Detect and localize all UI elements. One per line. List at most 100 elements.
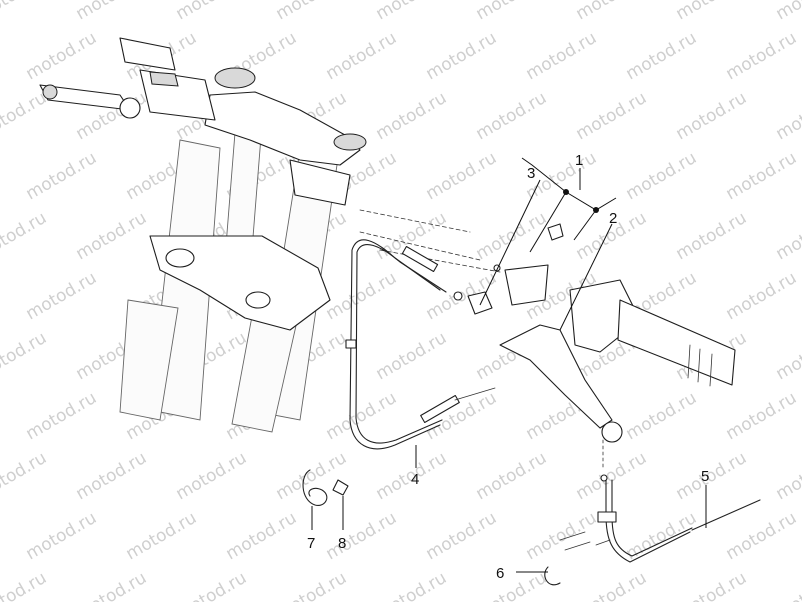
watermark-text: motod.ru	[0, 448, 50, 504]
part-6-clip	[544, 566, 561, 586]
leader-1b	[573, 209, 597, 241]
cable-nipple	[453, 291, 463, 301]
watermark-text: motod.ru	[423, 148, 501, 204]
reservoir-cap	[149, 71, 179, 87]
right-grip	[617, 299, 736, 386]
upper-triple-clamp	[204, 91, 361, 166]
watermark-text: motod.ru	[673, 208, 751, 264]
clamp-bracket	[289, 159, 351, 206]
watermark-text: motod.ru	[673, 568, 751, 602]
clutch-lever	[499, 324, 613, 429]
watermark-text: motod.ru	[323, 28, 401, 84]
watermark-text: motod.ru	[173, 448, 251, 504]
callout-8: 8	[338, 535, 346, 552]
callout-7: 7	[307, 535, 315, 552]
part-2-lever-bracket	[504, 264, 549, 306]
watermark-text: motod.ru	[273, 568, 351, 602]
cable-adjuster-top	[401, 245, 439, 273]
left-fork-slider	[119, 299, 179, 421]
part-7-spring-clip	[302, 469, 328, 507]
watermark-text: motod.ru	[773, 88, 802, 144]
watermark-text: motod.ru	[373, 568, 451, 602]
watermark-text: motod.ru	[473, 0, 551, 24]
cable-outer-sheath-edge	[355, 243, 447, 444]
fork-and-handlebar-assembly	[39, 37, 367, 433]
watermark-text: motod.ru	[773, 208, 802, 264]
assembly-axis-lines	[359, 209, 501, 273]
watermark-text: motod.ru	[623, 28, 701, 84]
cable-outer-sheath	[349, 239, 441, 450]
watermark-text: motod.ru	[773, 568, 802, 602]
watermark-text: motod.ru	[173, 568, 251, 602]
watermark-text: motod.ru	[573, 0, 651, 24]
watermark-text: motod.ru	[23, 28, 101, 84]
watermark-text: motod.ru	[723, 268, 801, 324]
watermark-text: motod.ru	[23, 268, 101, 324]
watermark-text: motod.ru	[173, 0, 251, 24]
watermark-text: motod.ru	[773, 328, 802, 384]
part-3-bushing	[467, 291, 493, 315]
watermark-text: motod.ru	[723, 388, 801, 444]
bracket-screw	[547, 223, 564, 241]
watermark-text: motod.ru	[73, 0, 151, 24]
fork-cap-right	[333, 133, 367, 151]
lower-triple-clamp	[149, 235, 331, 331]
callout-3: 3	[527, 165, 535, 182]
watermark-text: motod.ru	[623, 508, 701, 564]
watermark-text: motod.ru	[0, 88, 50, 144]
part-5-cable	[595, 474, 761, 563]
watermark-text: motod.ru	[773, 448, 802, 504]
watermark-text: motod.ru	[23, 508, 101, 564]
watermark-text: motod.ru	[373, 328, 451, 384]
watermark-text: motod.ru	[673, 88, 751, 144]
watermark-text: motod.ru	[473, 88, 551, 144]
callout-4: 4	[411, 471, 419, 488]
watermark-text: motod.ru	[223, 508, 301, 564]
watermark-text: motod.ru	[473, 568, 551, 602]
leader-2	[559, 223, 613, 331]
watermark-text: motod.ru	[323, 388, 401, 444]
leader-3	[479, 179, 541, 306]
watermark-text: motod.ru	[423, 28, 501, 84]
leader-lines	[311, 157, 707, 573]
cable-5-fitting	[597, 511, 617, 523]
watermark-text: motod.ru	[273, 448, 351, 504]
watermark-text: motod.ru	[573, 88, 651, 144]
callout-2: 2	[609, 210, 617, 227]
watermark-text: motod.ru	[523, 28, 601, 84]
clip-axis-lines	[559, 531, 591, 551]
watermark-text: motod.ru	[523, 508, 601, 564]
watermark-text: motod.ru	[673, 0, 751, 24]
cable-inner-wire	[454, 387, 496, 401]
cable-5-nipple	[600, 474, 608, 482]
clamp-bolt-left	[165, 248, 195, 268]
watermark-text: motod.ru	[373, 0, 451, 24]
cable-5-stub	[595, 539, 611, 546]
lever-ball-end	[601, 421, 623, 443]
watermark-text: motod.ru	[473, 208, 551, 264]
callout-5: 5	[701, 468, 709, 485]
leader-1a	[529, 191, 567, 253]
watermark-text: motod.ru	[123, 508, 201, 564]
grip-ribs	[687, 344, 713, 387]
watermark-text: motod.ru	[723, 148, 801, 204]
watermark-text: motod.ru	[623, 148, 701, 204]
watermark-text: motod.ru	[573, 568, 651, 602]
watermark-text: motod.ru	[23, 388, 101, 444]
stem-nut	[214, 67, 256, 89]
left-grip	[119, 37, 176, 71]
watermark-text: motod.ru	[323, 268, 401, 324]
watermark-text: motod.ru	[473, 448, 551, 504]
watermark-text: motod.ru	[73, 448, 151, 504]
callout-6: 6	[496, 565, 504, 582]
watermark-text: motod.ru	[73, 568, 151, 602]
lever-pivot	[119, 97, 141, 119]
watermark-text: motod.ru	[773, 0, 802, 24]
watermark-text: motod.ru	[423, 508, 501, 564]
watermark-text: motod.ru	[723, 508, 801, 564]
watermark-text: motod.ru	[723, 28, 801, 84]
watermark-text: motod.ru	[273, 0, 351, 24]
part-8-screw	[332, 479, 349, 496]
